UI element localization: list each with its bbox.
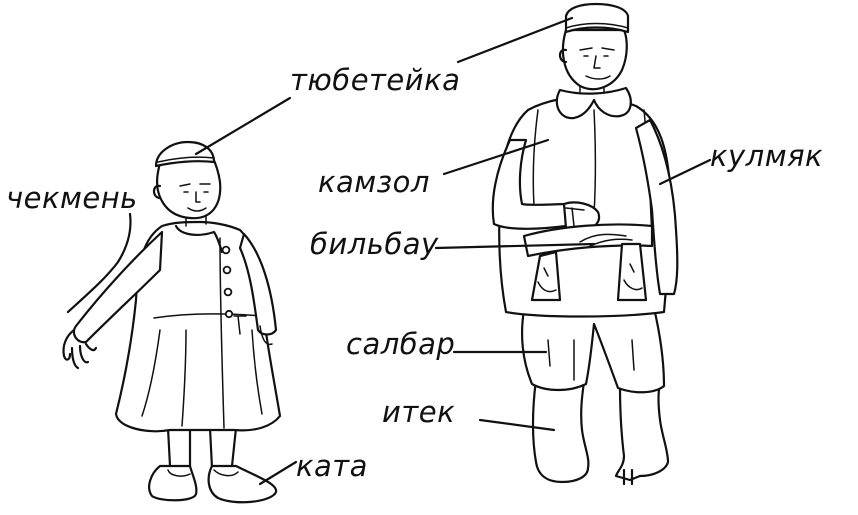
- leader-tubeteika-man: [458, 18, 572, 62]
- man-skullcap: [566, 4, 628, 32]
- label-kulmyak: кулмяк: [710, 142, 823, 171]
- man-trousers: [522, 308, 664, 392]
- label-kamzol: камзол: [318, 168, 430, 197]
- label-bilbau: бильбау: [310, 230, 439, 259]
- leader-kata: [260, 462, 296, 484]
- boy-left-boot: [149, 466, 196, 500]
- label-tubeteika: тюбетейка: [290, 66, 460, 95]
- boy-skullcap: [156, 142, 214, 166]
- label-salbar: салбар: [346, 330, 455, 359]
- label-kata: ката: [296, 452, 368, 481]
- boy-right-boot: [209, 466, 277, 502]
- label-itek: итек: [382, 398, 455, 427]
- leader-tubeteika-boy: [196, 98, 290, 154]
- label-chekmen: чекмень: [6, 184, 138, 213]
- man-left-boot: [533, 380, 588, 482]
- man-right-boot: [616, 384, 668, 480]
